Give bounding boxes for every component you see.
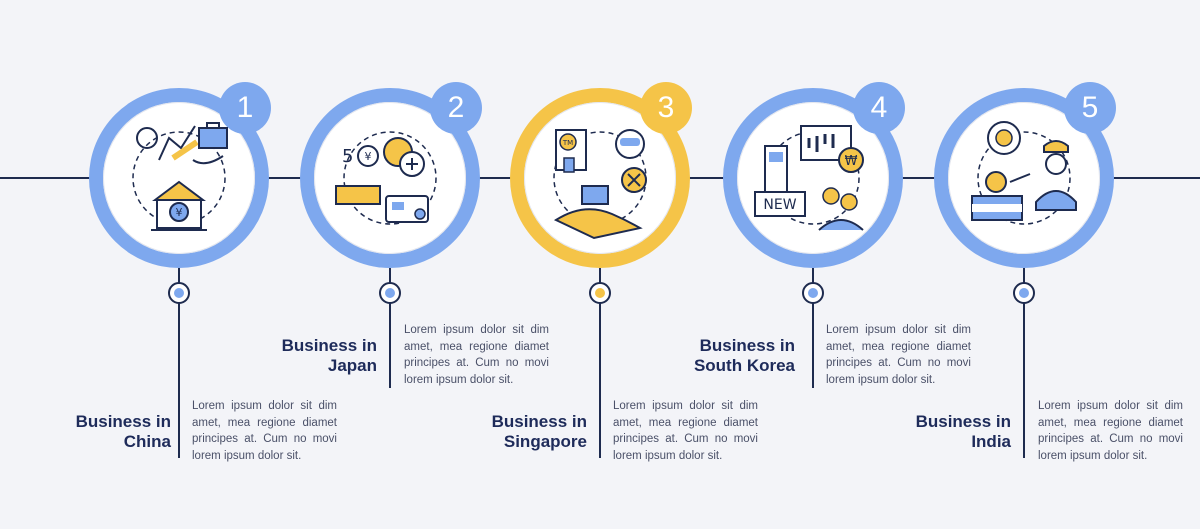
svg-text:TM: TM <box>562 139 573 147</box>
step-number-badge: 4 <box>853 82 905 134</box>
step-description: Lorem ipsum dolor sit dim amet, mea regi… <box>826 324 971 386</box>
step-description: Lorem ipsum dolor sit dim amet, mea regi… <box>1038 400 1183 462</box>
china-business-icon: ¥ <box>132 122 228 231</box>
step-description: Lorem ipsum dolor sit dim amet, mea regi… <box>613 400 758 462</box>
korea-business-icon: ₩ NEW <box>754 125 864 231</box>
connector-line <box>812 268 814 388</box>
timeline-marker <box>168 282 190 304</box>
connector-line <box>389 268 391 388</box>
step-description: Lorem ipsum dolor sit dim amet, mea regi… <box>192 400 337 462</box>
singapore-business-icon: TM <box>553 129 647 240</box>
step-ring <box>510 88 690 268</box>
step-description: Lorem ipsum dolor sit dim amet, mea regi… <box>404 324 549 386</box>
step-number-badge: 5 <box>1064 82 1116 134</box>
svg-text:5: 5 <box>342 146 353 167</box>
connector-line <box>1023 268 1025 458</box>
connector-line <box>599 268 601 458</box>
svg-text:₩: ₩ <box>845 154 858 169</box>
svg-text:NEW: NEW <box>763 197 796 213</box>
step-number-badge: 3 <box>640 82 692 134</box>
svg-text:¥: ¥ <box>365 150 372 163</box>
timeline-marker <box>589 282 611 304</box>
svg-text:¥: ¥ <box>176 206 183 219</box>
step-number-badge: 2 <box>430 82 482 134</box>
connector-line <box>178 268 180 458</box>
step-number-badge: 1 <box>219 82 271 134</box>
timeline-marker <box>1013 282 1035 304</box>
timeline-marker <box>802 282 824 304</box>
japan-business-icon: ¥ 5 <box>335 131 437 225</box>
timeline-marker <box>379 282 401 304</box>
india-business-icon <box>971 121 1077 225</box>
